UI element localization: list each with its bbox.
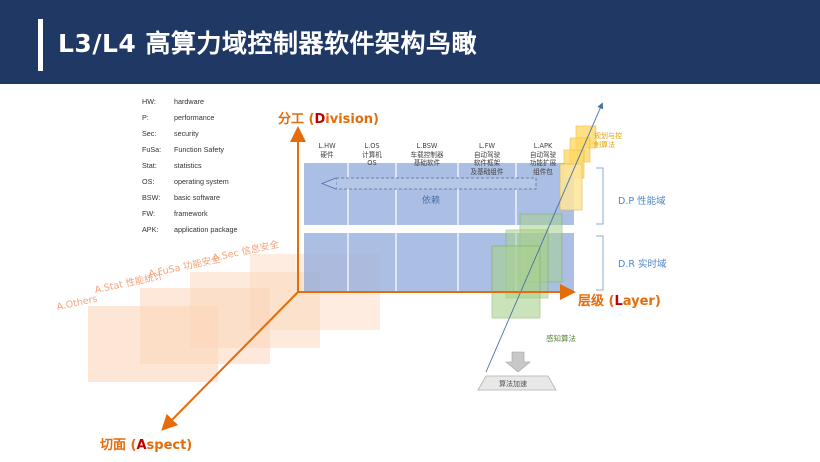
aspect-axis-title: 切面 (Aspect) xyxy=(100,438,193,453)
legend-value: basic software xyxy=(174,193,220,202)
dr-domain-label: D.R 实时域 xyxy=(618,259,667,270)
dp-bracket xyxy=(596,167,604,225)
planning-stack xyxy=(559,125,597,211)
legend-key: APK: xyxy=(142,225,159,234)
legend-value: Function Safety xyxy=(174,145,224,154)
dependency-label: 依赖 xyxy=(422,196,441,206)
legend-key: Sec: xyxy=(142,129,157,138)
planning-label: 规划与控制算法 xyxy=(594,132,622,149)
header-accent-bar xyxy=(38,19,43,71)
page-title: L3/L4 高算力域控制器软件架构鸟瞰 xyxy=(58,29,477,58)
legend-key: OS: xyxy=(142,177,155,186)
legend-value: performance xyxy=(174,113,215,122)
dependency-arrowhead xyxy=(320,177,337,190)
down-arrow-icon xyxy=(505,351,531,373)
legend-key: Stat: xyxy=(142,161,157,170)
dr-bracket xyxy=(596,235,604,291)
legend-key: FuSa: xyxy=(142,145,162,154)
legend-value: statistics xyxy=(174,161,202,170)
acceleration-base xyxy=(477,375,557,391)
legend-value: hardware xyxy=(174,97,204,106)
legend-key: BSW: xyxy=(142,193,161,202)
column-separators xyxy=(347,140,517,291)
aspect-panel-others xyxy=(88,306,218,382)
legend-value: security xyxy=(174,129,199,138)
legend-value: application package xyxy=(174,225,238,234)
division-axis-title: 分工 (Division) xyxy=(278,112,379,127)
acceleration-label: 算法加速 xyxy=(499,380,527,388)
legend-key: HW: xyxy=(142,97,156,106)
dependency-arrow xyxy=(335,177,537,190)
acceleration-diagonal xyxy=(485,102,604,373)
legend-key: P: xyxy=(142,113,149,122)
perception-stack xyxy=(491,213,563,319)
legend-value: operating system xyxy=(174,177,229,186)
legend-value: framework xyxy=(174,209,208,218)
perception-label: 感知算法 xyxy=(546,334,576,343)
layer-axis-title: 层级 (Layer) xyxy=(578,294,661,309)
legend-key: FW: xyxy=(142,209,156,218)
dp-domain-label: D.P 性能域 xyxy=(618,196,666,207)
aspect-axis xyxy=(161,291,299,431)
header-banner: L3/L4 高算力域控制器软件架构鸟瞰 xyxy=(0,0,820,84)
